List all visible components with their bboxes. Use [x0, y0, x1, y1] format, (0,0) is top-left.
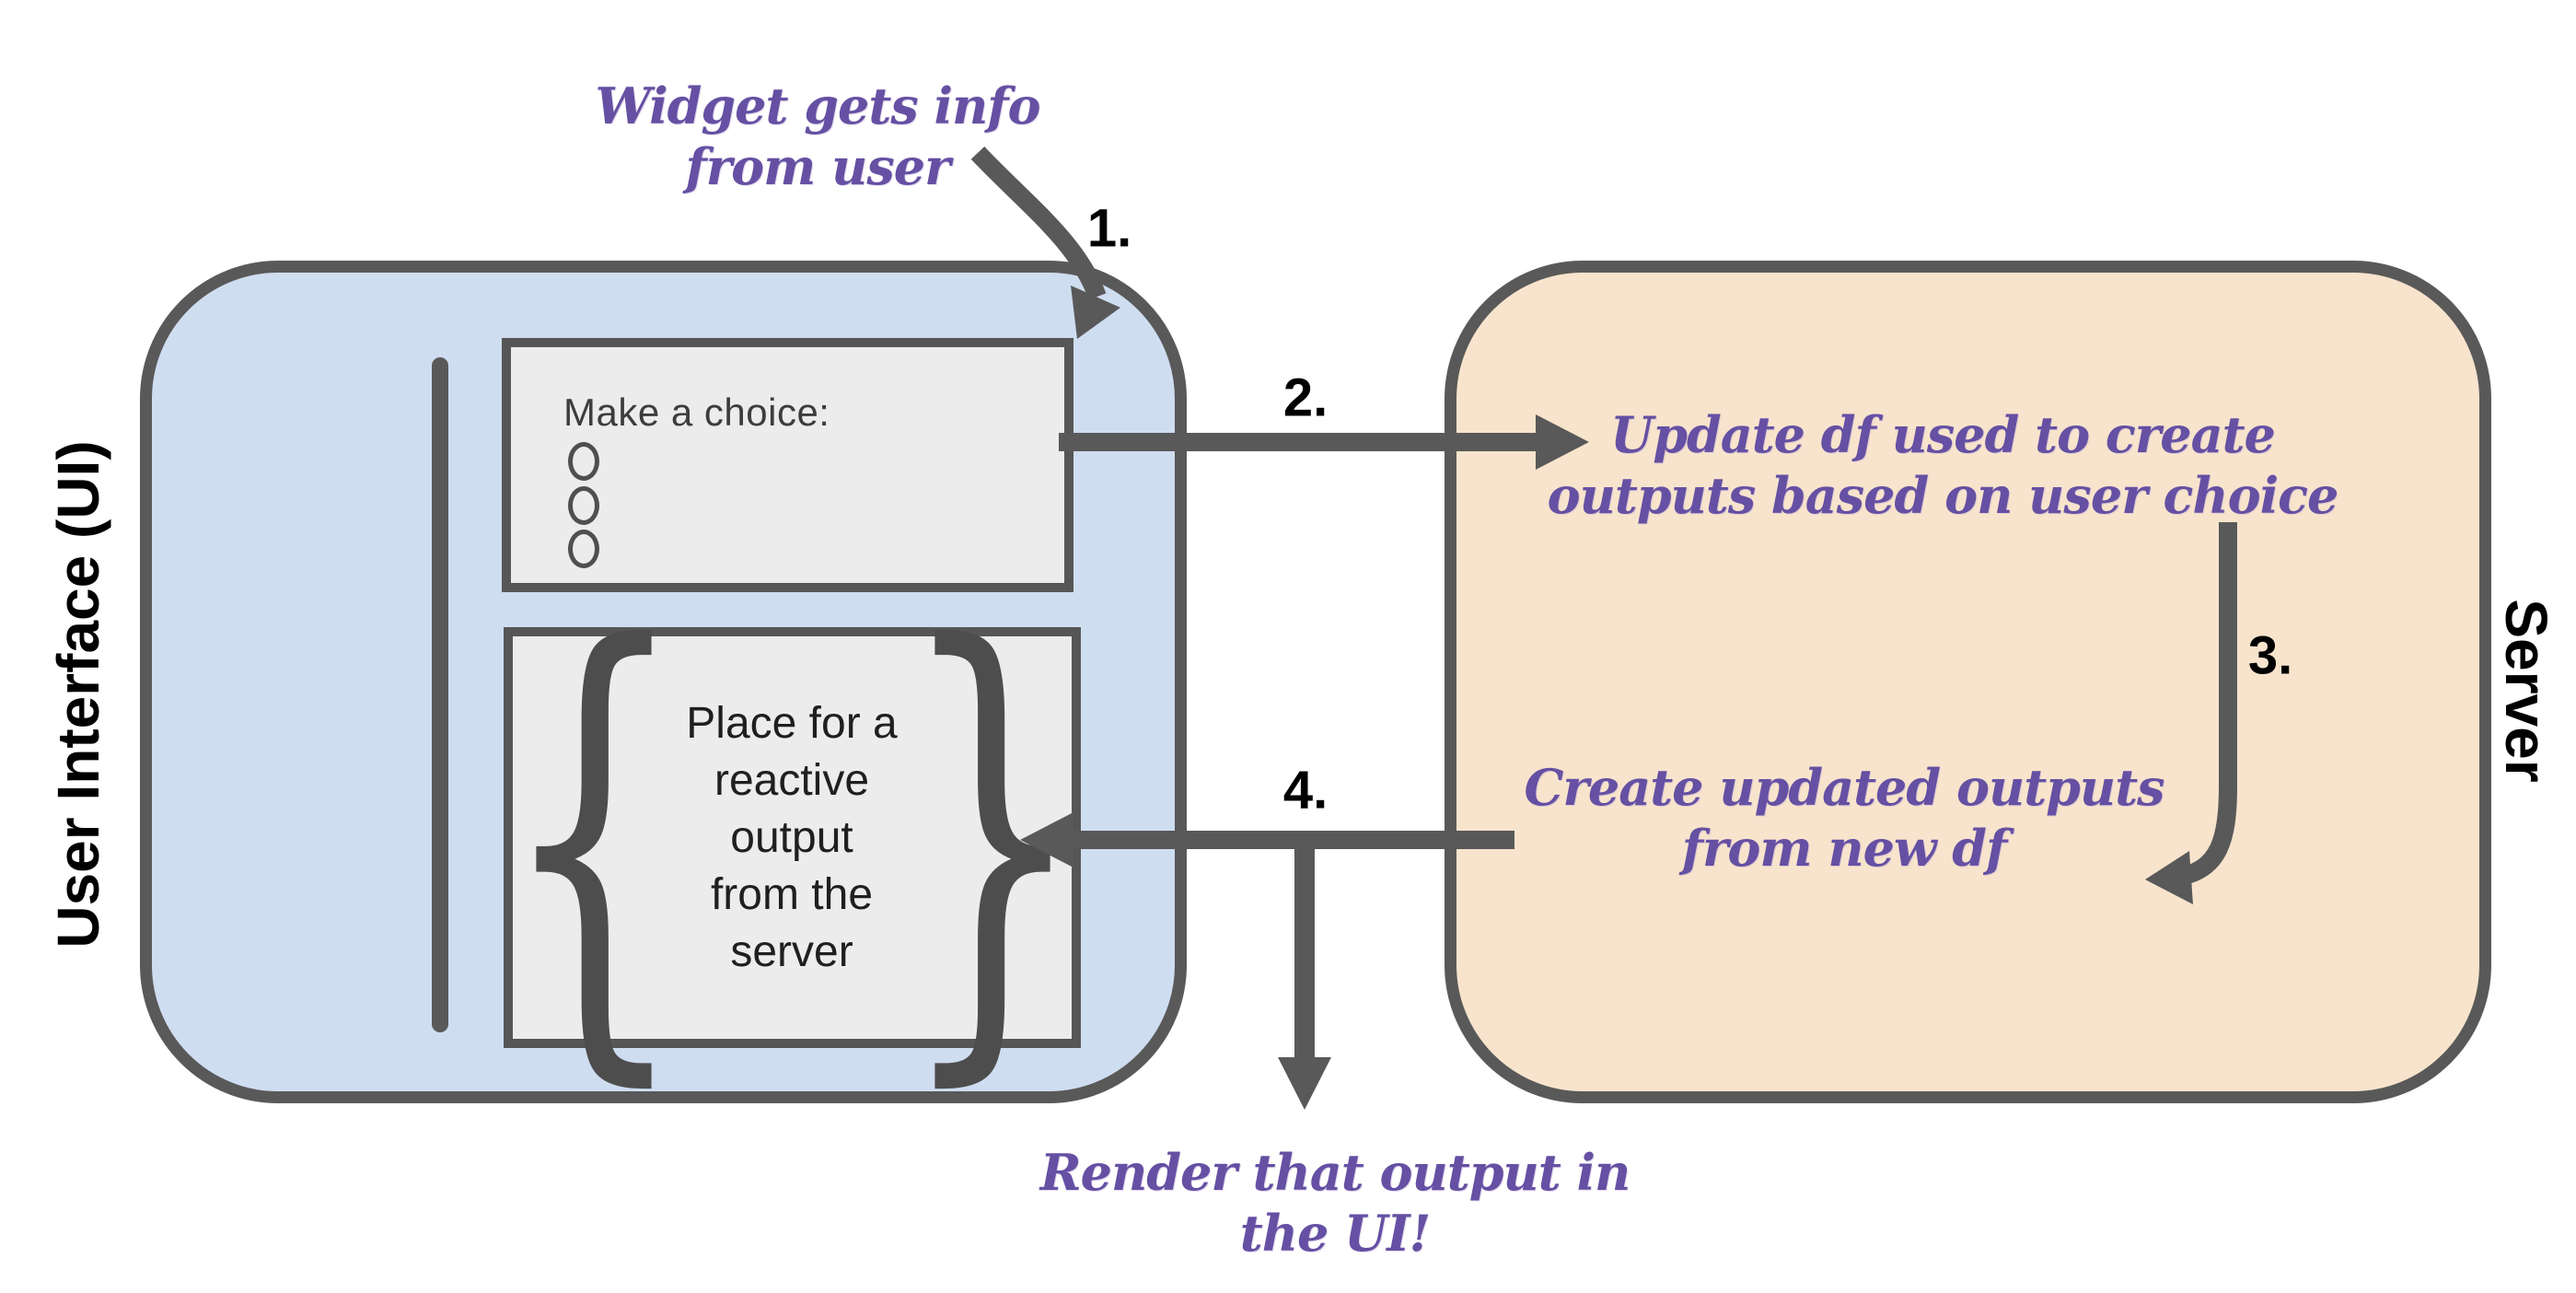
- output-text-line: output: [730, 813, 853, 862]
- annotation-line: outputs based on user choice: [1547, 466, 2339, 525]
- radio-button-icon: [568, 442, 599, 481]
- output-text-line: from the: [710, 870, 874, 919]
- right-curly-brace-icon: }: [897, 547, 1088, 1125]
- annotation-render-output: Render that output in the UI!: [1039, 1142, 1631, 1264]
- output-text-line: reactive: [714, 756, 870, 805]
- ui-side-label: User Interface (UI): [45, 440, 111, 949]
- step-number-3: 3.: [2247, 625, 2293, 686]
- server-side-label: Server: [2493, 599, 2559, 783]
- sidebar-divider: [432, 357, 448, 1032]
- server-container-box: [1445, 261, 2491, 1103]
- output-placeholder-text: Place for a reactive output from the ser…: [686, 695, 897, 981]
- step-number-4: 4.: [1282, 760, 1329, 821]
- annotation-line: Render that output in: [1039, 1143, 1631, 1202]
- annotation-line: Update df used to create: [1610, 405, 2276, 464]
- annotation-line: from new df: [1681, 819, 2008, 878]
- output-panel: [504, 627, 1081, 1048]
- annotation-update-df: Update df used to create outputs based o…: [1547, 404, 2339, 526]
- annotation-create-outputs: Create updated outputs from new df: [1524, 757, 2164, 879]
- annotation-line: Widget gets info: [595, 76, 1040, 135]
- step-number-1: 1.: [1086, 198, 1132, 259]
- radio-button-icon: [568, 530, 599, 568]
- output-text-line: server: [730, 927, 853, 976]
- annotation-line: Create updated outputs: [1524, 758, 2164, 817]
- widget-panel-title: Make a choice:: [563, 390, 830, 434]
- annotation-line: the UI!: [1239, 1204, 1431, 1263]
- left-curly-brace-icon: {: [498, 547, 690, 1125]
- output-text-line: Place for a: [686, 699, 898, 748]
- step-number-2: 2.: [1282, 367, 1329, 428]
- annotation-widget-gets-info: Widget gets info from user: [595, 76, 1040, 197]
- radio-button-icon: [568, 486, 599, 525]
- annotation-line: from user: [685, 137, 950, 196]
